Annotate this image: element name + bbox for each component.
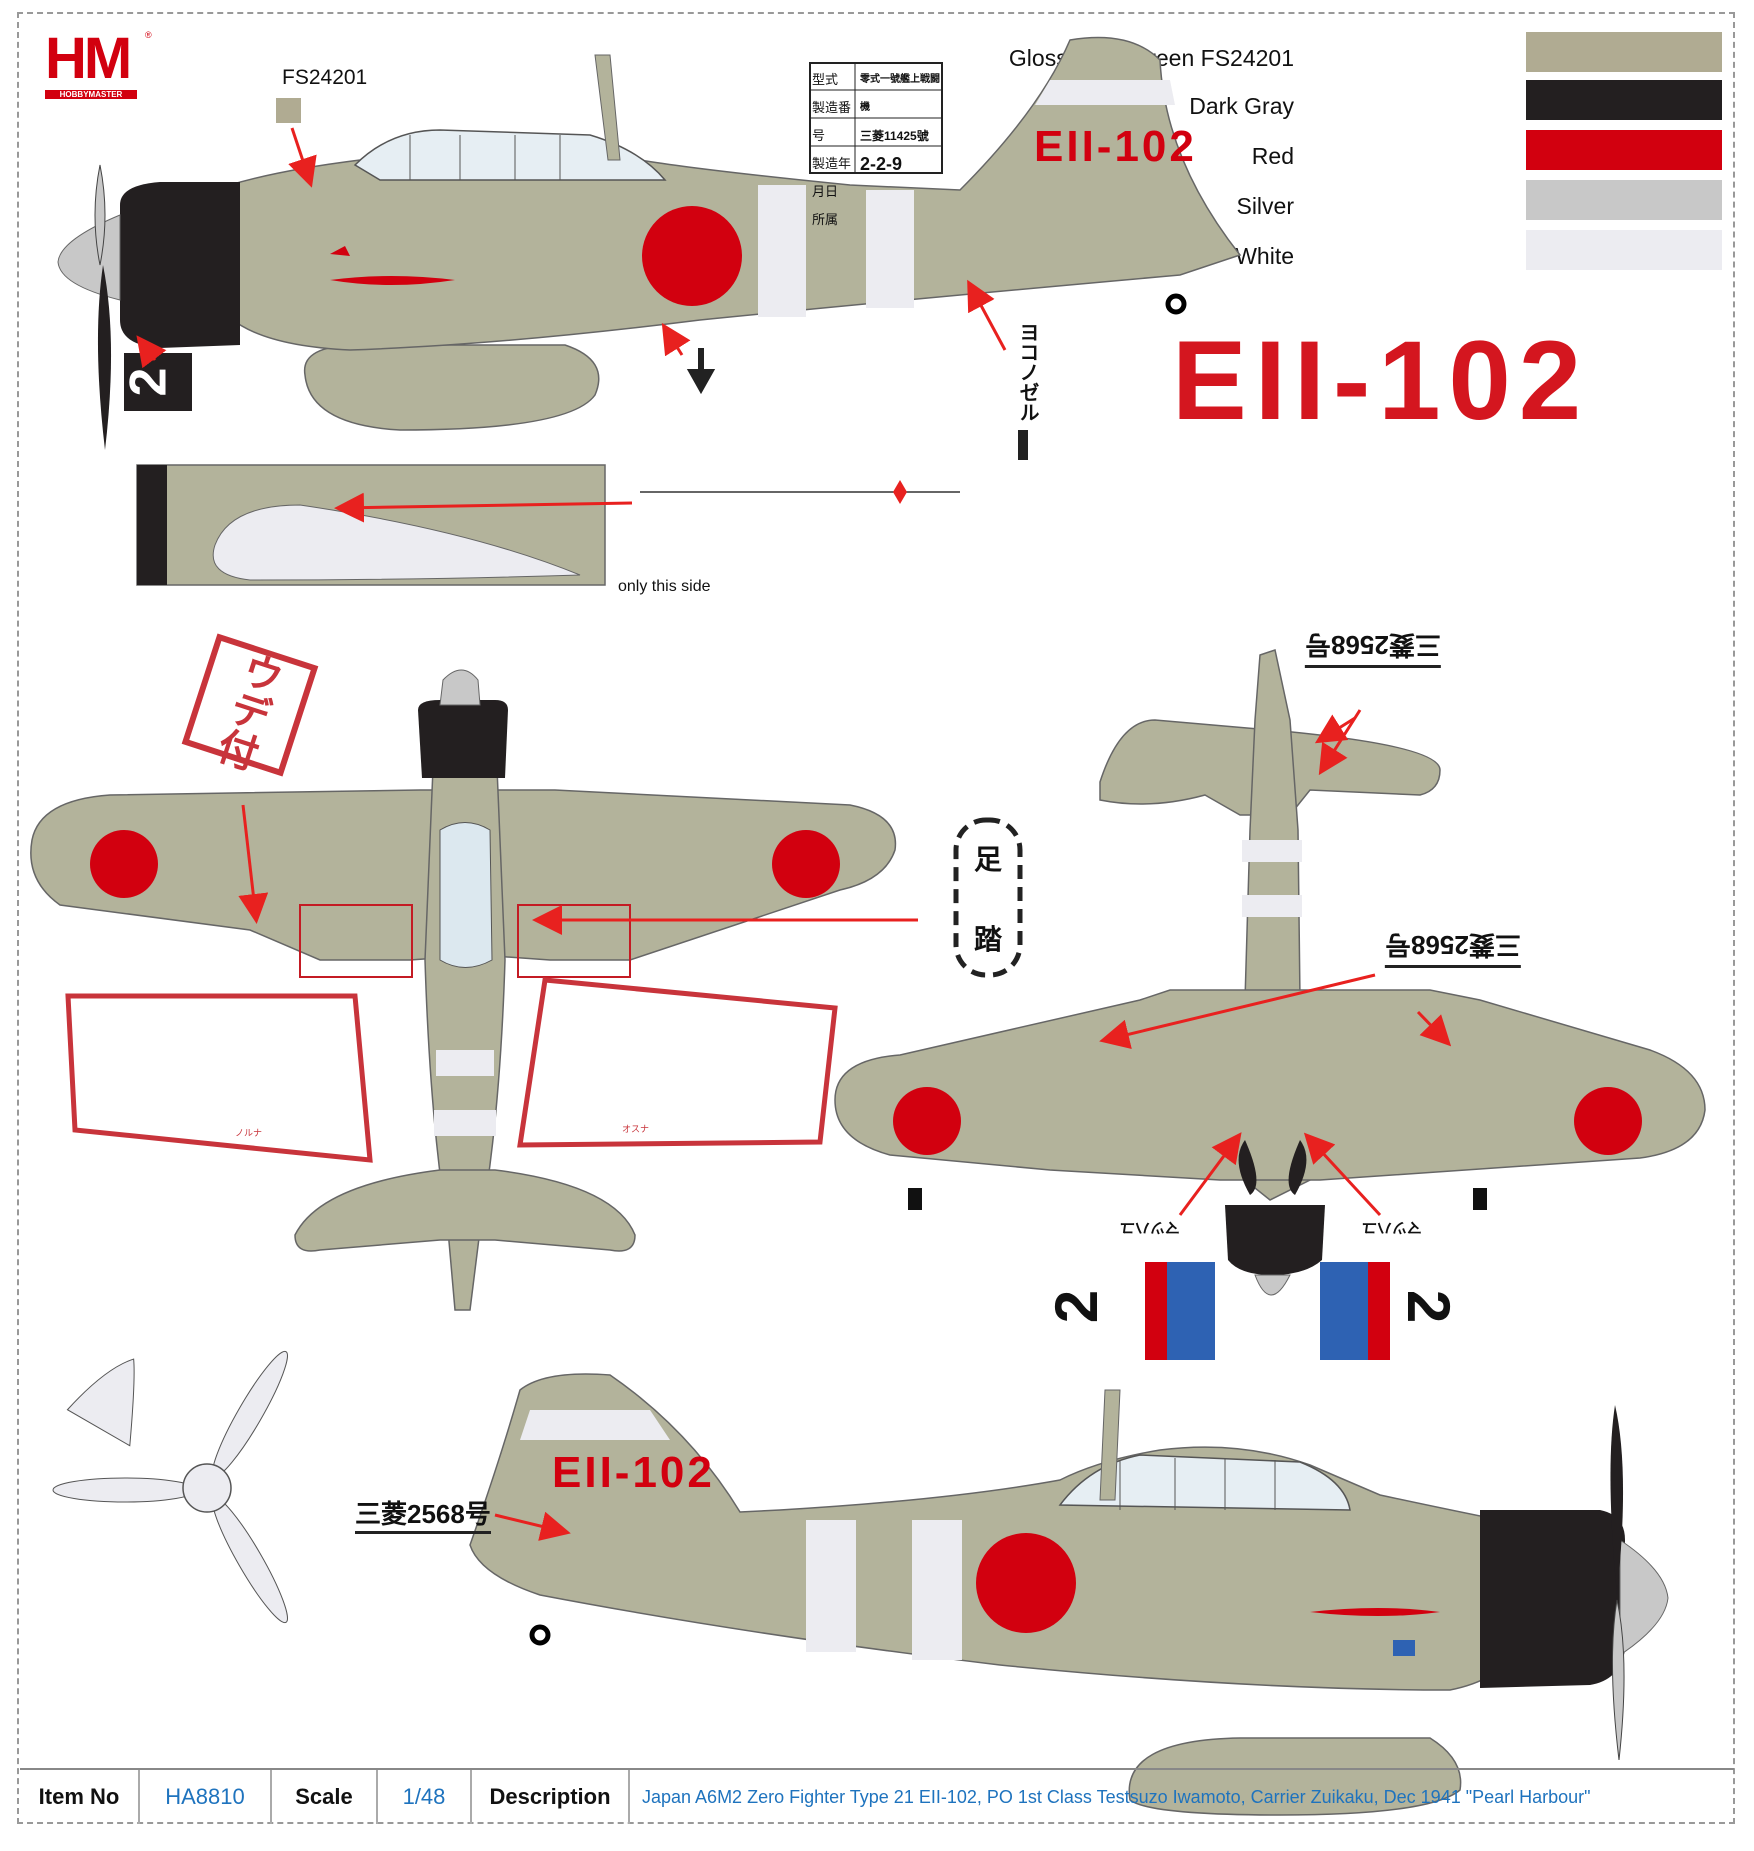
logo-subtitle: HOBBYMASTER <box>45 90 137 99</box>
flap-outline-decals <box>65 977 838 1163</box>
flap-right-text: オスナ <box>622 1124 650 1134</box>
registration-large: EII-102 <box>1172 318 1590 443</box>
top-view <box>30 669 918 1311</box>
legend-swatch-olive <box>1526 32 1722 72</box>
fs-code-label: FS24201 <box>282 66 368 89</box>
stencil-value-type: 零式一號艦上戦闘機 <box>860 74 940 113</box>
underside-label-left: マツハユ <box>1120 1219 1181 1236</box>
side-profile-left <box>57 36 1242 450</box>
legend-swatch-white <box>1526 230 1722 270</box>
legend-label-dark: Dark Gray <box>1189 93 1294 119</box>
stencil-labels: 型式 製造番号 製造年月日 所属 <box>812 66 856 234</box>
nameplate-bottom: 三菱2568号 <box>355 1494 491 1534</box>
legend-swatch-silver <box>1526 180 1722 220</box>
registered-mark: ® <box>145 30 152 40</box>
description-value: Japan A6M2 Zero Fighter Type 21 EII-102,… <box>642 1786 1591 1807</box>
stencil-label-date: 製造年月日 <box>812 156 852 199</box>
info-footer: Item No HA8810 Scale 1/48 Description Ja… <box>20 1768 1734 1824</box>
nameplate-middle: 三菱2568号 <box>1385 928 1521 968</box>
logo-mark: HM <box>45 26 132 91</box>
scale-label: Scale <box>272 1770 378 1824</box>
legend-label-white: White <box>1235 243 1294 269</box>
fuel-marker-icon <box>1018 430 1028 460</box>
item-no-value: HA8810 <box>140 1770 272 1824</box>
page-border <box>17 12 1735 1824</box>
legend-swatch-dark <box>1526 80 1722 120</box>
nameplate-top: 三菱2568号 <box>1305 628 1441 668</box>
underside-label-right: マツハユ <box>1362 1219 1423 1236</box>
walkway-stamp-bottom: 踏 <box>974 924 1003 955</box>
description-label: Description <box>472 1770 630 1824</box>
stencil-values: 零式一號艦上戦闘機 三菱11425號 2-2-9 <box>860 66 942 178</box>
number-decal-right: 2 <box>1395 1289 1463 1324</box>
walkway-stamp-graphic <box>953 817 1023 978</box>
hobbymaster-logo: HM HOBBYMASTER ® <box>45 26 152 110</box>
number-decal-left: 2 <box>1043 1289 1111 1324</box>
legend-label-silver: Silver <box>1236 193 1294 219</box>
wing-detail-panel <box>136 464 960 586</box>
stencil-label-unit: 所属 <box>812 212 839 227</box>
propeller-detail <box>52 1350 288 1624</box>
item-no-label: Item No <box>20 1770 140 1824</box>
flap-left-text: ノルナ <box>235 1128 263 1138</box>
stencil-value-date: 2-2-9 <box>860 154 903 174</box>
legend-label-red: Red <box>1251 143 1294 169</box>
stencil-label-type: 型式 <box>812 72 839 87</box>
walkway-stamp-top: 足 <box>974 844 1003 875</box>
tail-code-upper: EII-102 <box>1034 122 1197 171</box>
stencil-label-serial: 製造番号 <box>812 100 852 143</box>
side-profile-right <box>469 1373 1669 1816</box>
data-stencil-block <box>809 62 943 174</box>
color-stripe-decals <box>1145 1262 1390 1360</box>
fs-color-chip <box>276 98 301 123</box>
stencil-value-serial: 三菱11425號 <box>860 129 929 143</box>
wing-stamp-graphic <box>181 633 319 777</box>
only-this-side-note: only this side <box>618 578 711 595</box>
tail-code-lower: EII-102 <box>552 1448 715 1497</box>
underside-view <box>834 649 1706 1296</box>
fuel-label-vertical: ヨコノゼル <box>1016 322 1038 422</box>
legend-swatch-red <box>1526 130 1722 170</box>
number-decal-top: 2 <box>119 367 178 397</box>
scale-value: 1/48 <box>378 1770 472 1824</box>
